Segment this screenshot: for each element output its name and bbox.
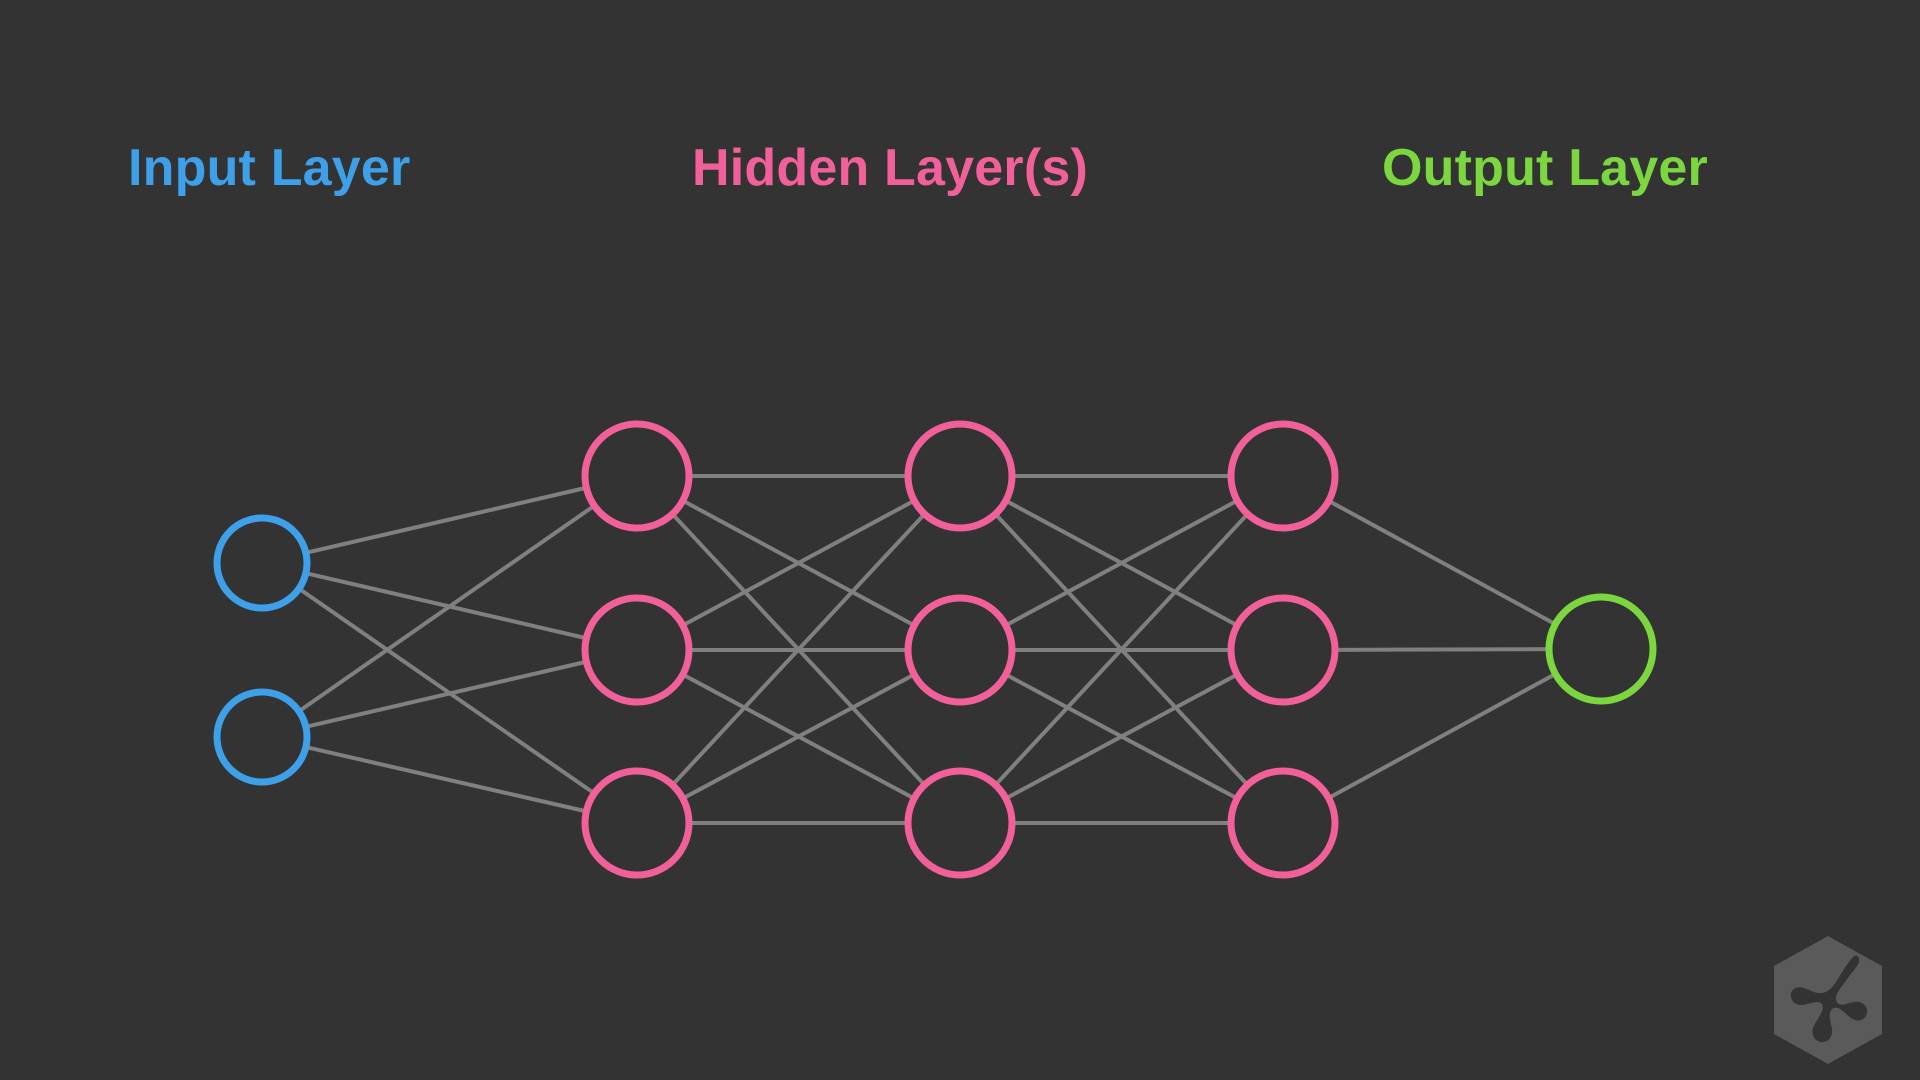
connection-edge [1326, 671, 1558, 801]
connection-edge [680, 672, 917, 801]
output-layer-label: Output Layer [1382, 139, 1708, 197]
hidden2-node-1-circle[interactable] [904, 420, 1016, 532]
connection-edge [1003, 672, 1240, 801]
hidden2-node-3-circle[interactable] [904, 767, 1016, 879]
input-layer-label: Input Layer [128, 139, 411, 197]
connection-edge [303, 571, 589, 641]
hidden1-node-1-circle[interactable] [581, 420, 693, 532]
connection-edge [680, 498, 917, 628]
connection-edge [296, 503, 597, 714]
hidden1-node-2-circle[interactable] [581, 594, 693, 706]
edge-group [296, 474, 1558, 825]
hidden1-node-3-circle[interactable] [581, 767, 693, 879]
connection-edge [1003, 498, 1240, 628]
connection-edge [670, 512, 927, 787]
hidden3-node-3-circle[interactable] [1227, 767, 1339, 879]
hidden2-node-2-circle[interactable] [904, 594, 1016, 706]
input-node-1-circle[interactable] [213, 514, 311, 612]
connection-edge [1326, 498, 1558, 627]
connection-edge [303, 485, 589, 555]
connection-edge [1332, 647, 1552, 652]
connection-edge [303, 745, 589, 814]
node-group [213, 420, 1657, 879]
hidden-layer-label: Hidden Layer(s) [692, 139, 1088, 197]
hidden3-node-2-circle[interactable] [1227, 594, 1339, 706]
connection-edge [296, 586, 597, 796]
connection-edge [303, 659, 589, 729]
hidden3-node-1-circle[interactable] [1227, 420, 1339, 532]
input-node-2-circle[interactable] [213, 688, 311, 786]
output-node-1-circle[interactable] [1545, 593, 1657, 705]
connection-edge [993, 512, 1250, 787]
